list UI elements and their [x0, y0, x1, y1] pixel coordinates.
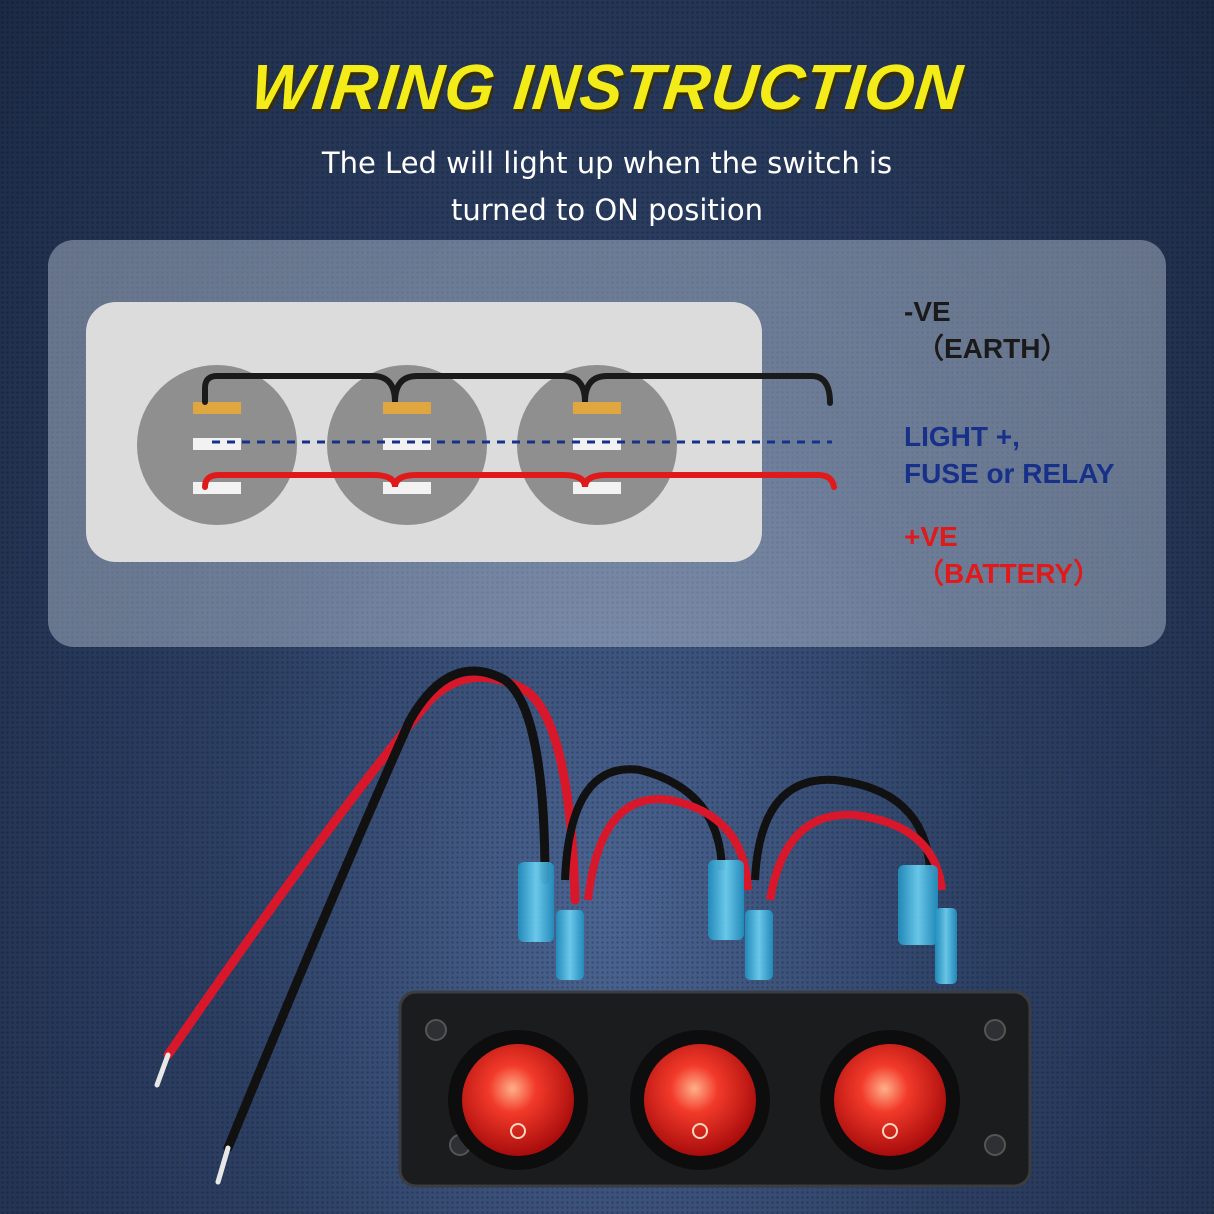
red-wire-stripped-end [154, 1052, 171, 1088]
mount-hole-top-left [425, 1019, 447, 1041]
earth-label: -VE （EARTH） [904, 293, 1068, 367]
connector-3 [708, 860, 744, 940]
connector-2 [556, 910, 584, 980]
connector-4 [745, 910, 773, 980]
switch-3-off-mark-icon [882, 1123, 898, 1139]
battery-label: +VE （BATTERY） [904, 518, 1101, 592]
switch-2-earth-pin [383, 402, 431, 414]
black-wire-stripped-end [215, 1145, 231, 1185]
earth-wire [202, 373, 833, 406]
subtitle-line-1: The Led will light up when the switch is [321, 146, 893, 180]
connector-1 [518, 862, 554, 942]
wiring-lines [202, 373, 837, 490]
battery-label-line-2: （BATTERY） [916, 558, 1102, 589]
light-label: LIGHT +, FUSE or RELAY [904, 418, 1115, 492]
battery-label-line-1: +VE [904, 521, 958, 552]
connector-6 [935, 908, 957, 984]
jumper-red-wire-2 [766, 810, 946, 901]
earth-label-line-2: （EARTH） [916, 333, 1069, 364]
switch-3-earth-pin [573, 402, 621, 414]
switch-1-lamp[interactable] [462, 1044, 574, 1156]
loose-red-wire [163, 672, 580, 1060]
mount-hole-top-right [984, 1019, 1006, 1041]
switch-3-lamp[interactable] [834, 1044, 946, 1156]
battery-wire [202, 472, 837, 490]
subtitle: The Led will light up when the switch is… [200, 140, 1014, 234]
connector-5 [898, 865, 938, 945]
jumper-black-wire-1 [561, 765, 726, 881]
switch-1-off-mark-icon [510, 1123, 526, 1139]
jumper-red-wire-1 [584, 795, 752, 901]
loose-black-wire [223, 666, 550, 1153]
light-label-line-1: LIGHT +, [904, 421, 1020, 452]
light-label-line-2: FUSE or RELAY [904, 458, 1115, 489]
switch-2-lamp[interactable] [644, 1044, 756, 1156]
jumper-black-wire-2 [751, 775, 934, 881]
mount-hole-bottom-right [984, 1134, 1006, 1156]
switch-2-off-mark-icon [692, 1123, 708, 1139]
earth-label-line-1: -VE [904, 296, 951, 327]
subtitle-line-2: turned to ON position [451, 193, 763, 227]
